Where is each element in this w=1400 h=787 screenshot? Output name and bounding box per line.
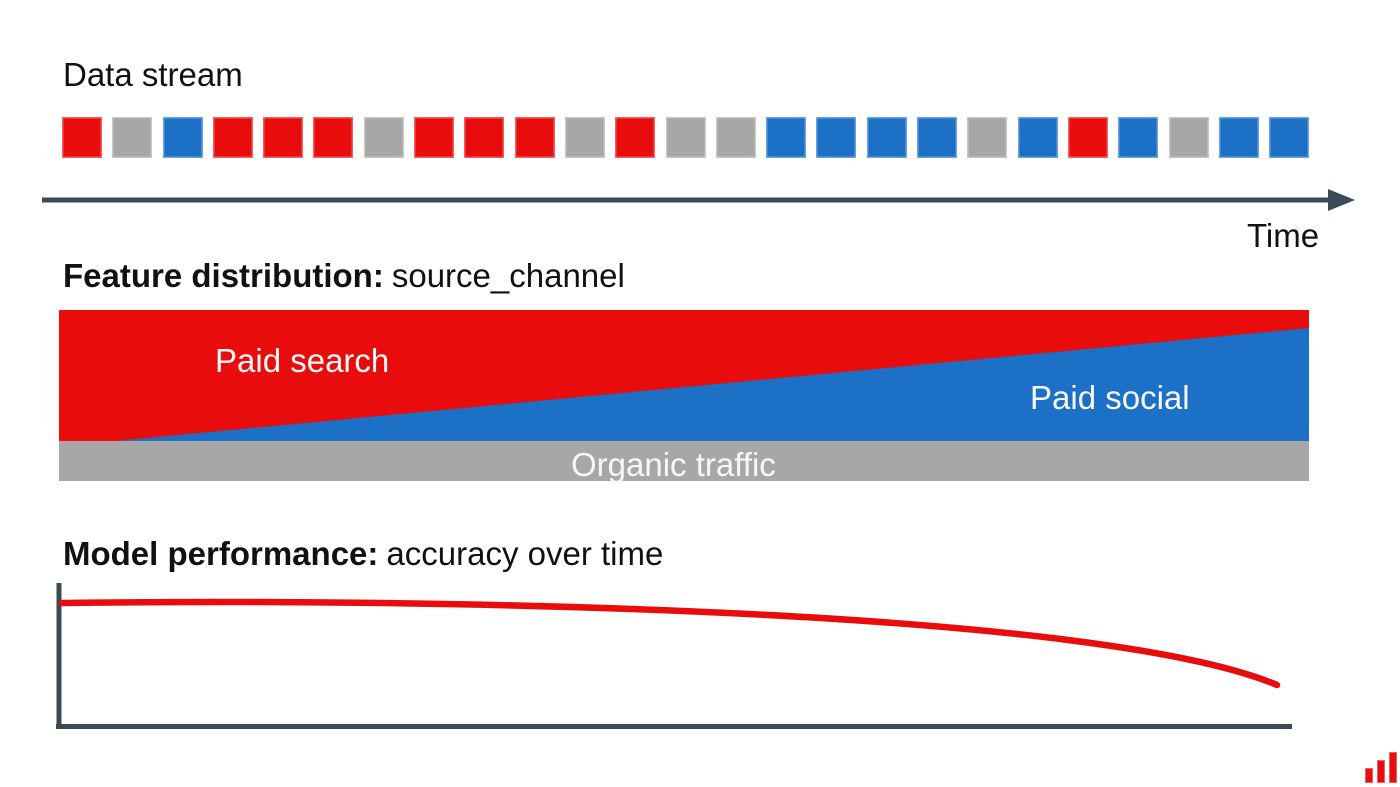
stream-square-blue <box>162 117 203 158</box>
logo-bar <box>1389 752 1397 783</box>
feature-distribution-title: Feature distribution:source_channel <box>63 257 625 294</box>
feature-distribution-title-bold: Feature distribution: <box>63 257 384 294</box>
stream-square-gray <box>112 117 153 158</box>
stream-square-blue <box>1118 117 1159 158</box>
stream-square-gray <box>665 117 706 158</box>
stream-square-red <box>1067 117 1108 158</box>
stream-square-blue <box>816 117 857 158</box>
paid-social-area <box>115 328 1309 441</box>
stream-square-gray <box>363 117 404 158</box>
stream-square-gray <box>564 117 605 158</box>
organic-traffic-label: Organic traffic <box>571 446 776 483</box>
model-performance-title-bold: Model performance: <box>63 535 379 572</box>
organic-traffic-band <box>59 441 1309 481</box>
time-label: Time <box>1246 217 1320 254</box>
model-performance-title-regular: accuracy over time <box>386 535 664 572</box>
paid-search-label: Paid search <box>215 342 390 379</box>
feature-distribution-chart: Paid search Paid social Organic traffic <box>59 310 1309 483</box>
stream-square-blue <box>1269 117 1310 158</box>
paid-social-label: Paid social <box>1030 379 1190 416</box>
time-arrow-icon <box>42 186 1357 214</box>
stream-square-blue <box>866 117 907 158</box>
stream-square-gray <box>715 117 756 158</box>
stream-square-red <box>313 117 354 158</box>
data-stream-title: Data stream <box>63 56 243 93</box>
stream-square-red <box>414 117 455 158</box>
stream-square-red <box>514 117 555 158</box>
logo-bar <box>1365 768 1373 783</box>
stream-square-red <box>263 117 304 158</box>
stream-square-red <box>62 117 102 158</box>
data-stream-squares <box>62 117 1310 158</box>
feature-distribution-title-regular: source_channel <box>391 257 625 294</box>
stream-square-red <box>464 117 505 158</box>
logo-bar <box>1377 760 1385 783</box>
stream-square-red <box>212 117 253 158</box>
bar-chart-logo-icon <box>1365 752 1397 783</box>
stream-square-red <box>615 117 656 158</box>
stream-square-blue <box>1218 117 1259 158</box>
stream-square-gray <box>967 117 1008 158</box>
stream-square-gray <box>1168 117 1209 158</box>
stream-square-blue <box>917 117 958 158</box>
stream-square-blue <box>1017 117 1058 158</box>
model-performance-chart <box>52 580 1297 735</box>
arrowhead-icon <box>1328 189 1355 211</box>
model-performance-title: Model performance:accuracy over time <box>63 535 664 572</box>
stream-square-blue <box>766 117 807 158</box>
accuracy-curve <box>58 598 1281 689</box>
